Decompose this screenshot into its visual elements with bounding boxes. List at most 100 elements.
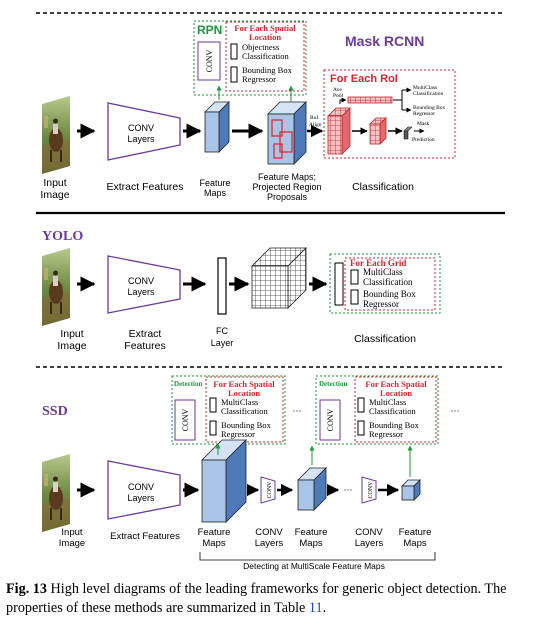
rpn-box [193, 20, 307, 96]
mask-rcnn-conv-layers [107, 102, 181, 161]
ssd-input-line-2: Image [59, 538, 85, 549]
each-roi-label: For Each RoI [330, 73, 398, 85]
mask-rcnn-section: Mask RCNN RPN CONV For Each Spatial Loca… [40, 20, 456, 202]
mask-rcnn-input-line-2: Image [40, 189, 69, 201]
arrow [339, 97, 347, 104]
ssd-item-2-line-1-b: Bounding Box [369, 420, 420, 430]
caption-label: Fig. 13 [6, 581, 47, 597]
yolo-item-1-line-1: MultiClass [363, 267, 403, 277]
head-out-3-line-1: Mask [417, 121, 429, 127]
ssd-det-conv-box-2 [319, 399, 341, 441]
head-out-2-line-2: Regressor [413, 111, 435, 117]
rpn-each-box [225, 21, 305, 92]
yolo-fc-line-2: Layer [211, 338, 234, 348]
ssd-fmaps-3-line-1: Feature [399, 527, 432, 538]
roi-align-line-1: RoI [310, 115, 318, 121]
mask-rcnn-extract-label: Extract Features [106, 181, 183, 193]
yolo-section: YOLO CONV Layers For Each Grid MultiClas… [42, 229, 441, 352]
mask-rcnn-feature-maps-block [204, 101, 230, 153]
ssd-small-conv-2 [361, 476, 377, 504]
yolo-title: YOLO [42, 229, 83, 244]
ssd-item-2-line-1-a: Bounding Box [221, 420, 272, 430]
yolo-each-grid-label: For Each Grid [350, 258, 406, 268]
yolo-grid-tensor [251, 247, 307, 309]
caption-table-link[interactable]: 11 [308, 600, 323, 616]
ssd-convl-1-line-1: CONV [255, 527, 283, 538]
rpn-item-2-line-2: Regressor [242, 74, 276, 84]
mask-rcnn-proj-line-3: Proposals [267, 192, 308, 202]
yolo-item-2-line-2: Regressor [363, 299, 399, 309]
ssd-ellipsis-3: ··· [344, 485, 353, 495]
ssd-det-conv-label-2: CONV [326, 408, 335, 431]
head-out-3-line-2: Prediction [412, 137, 435, 143]
ssd-small-conv-label-1: CONV [267, 481, 273, 499]
rpn-item-1-line-1: Objectness [242, 42, 279, 52]
rpn-each-label-2: Location [249, 32, 281, 42]
ssd-det-conv-label-1: CONV [181, 408, 190, 431]
pooled-vector [347, 96, 393, 104]
ssd-input-image [42, 454, 70, 532]
ssd-small-conv-label-2: CONV [368, 481, 374, 499]
ssd-each-2-line-1: For Each Spatial [365, 379, 427, 389]
yolo-item-2-line-1: Bounding Box [363, 289, 416, 299]
mask-rcnn-conv-line-2: Layers [127, 134, 155, 144]
yolo-item-2-marker [350, 289, 359, 305]
yolo-grid-vector [334, 262, 344, 306]
mask-rcnn-classification-label: Classification [352, 181, 414, 193]
yolo-item-1-marker [350, 269, 359, 285]
mask-rcnn-fmaps-line-1: Feature [199, 178, 230, 188]
ssd-section: SSD Detection CONV For Each Spatial Loca… [42, 375, 460, 571]
ssd-each-2-line-2: Location [380, 388, 412, 398]
frameworks-diagram: Mask RCNN RPN CONV For Each Spatial Loca… [36, 12, 505, 571]
rpn-item-2-line-1: Bounding Box [242, 65, 293, 75]
caption-text: High level diagrams of the leading frame… [6, 581, 507, 616]
mask-branch-cube [369, 117, 387, 145]
ssd-item-2-line-2-a: Regressor [221, 429, 255, 439]
multiscale-bracket [199, 552, 436, 561]
roi-align-line-2: Align [309, 122, 322, 128]
ssd-convl-1-line-2: Layers [255, 538, 284, 549]
ssd-conv-line-1: CONV [128, 482, 154, 492]
ssd-fmaps-3-line-2: Maps [403, 538, 426, 549]
rpn-item-2-marker [230, 66, 238, 83]
ssd-feature-map-2 [297, 467, 327, 511]
ssd-small-conv-1 [260, 476, 276, 504]
ssd-each-box-2 [354, 376, 437, 443]
ssd-convl-2-line-1: CONV [355, 527, 383, 538]
ssd-item-1-marker-1 [209, 397, 217, 413]
yolo-item-1-line-2: Classification [363, 277, 413, 287]
ssd-input-line-1: Input [61, 527, 82, 538]
ssd-extract-label: Extract Features [110, 531, 180, 542]
head-out-1-line-2: Classification [413, 90, 443, 97]
ssd-detection-label-2: Detection [319, 380, 347, 388]
yolo-conv-line-2: Layers [127, 287, 155, 297]
mask-rcnn-input-line-1: Input [43, 177, 66, 189]
ssd-item-1-marker-2 [357, 397, 365, 413]
head-out-1-line-1: MultiClass [413, 85, 437, 91]
ave-pool-line-2: Pool [333, 93, 344, 99]
head-out-2-line-1: Bounding Box [413, 105, 445, 111]
yolo-classification-label: Classification [354, 333, 416, 345]
mask-rcnn-proj-line-1: Feature Maps; [258, 172, 316, 182]
ssd-item-1-line-2-a: Classification [221, 406, 268, 416]
ssd-fmaps-2-line-2: Maps [299, 538, 322, 549]
ssd-title: SSD [42, 404, 68, 419]
ssd-conv-line-2: Layers [127, 493, 155, 503]
yolo-extract-line-2: Features [124, 340, 165, 352]
ssd-item-1-line-1-b: MultiClass [369, 397, 406, 407]
ssd-item-1-line-1-a: MultiClass [221, 397, 258, 407]
figure-caption: Fig. 13 High level diagrams of the leadi… [6, 580, 532, 618]
mask-rcnn-fmaps-line-2: Maps [204, 188, 227, 198]
rpn-label: RPN [197, 23, 222, 37]
ssd-each-1-line-1: For Each Spatial [213, 379, 275, 389]
ssd-convl-2-line-2: Layers [355, 538, 384, 549]
ssd-fmaps-1-line-2: Maps [202, 538, 225, 549]
ssd-item-1-line-2-b: Classification [369, 406, 416, 416]
mask-output-cube [403, 126, 413, 140]
ssd-item-2-marker-2 [357, 420, 365, 436]
mask-rcnn-title: Mask RCNN [345, 33, 424, 49]
ssd-fmaps-1-line-1: Feature [198, 527, 231, 538]
yolo-extract-line-1: Extract [129, 328, 162, 340]
ssd-ellipsis-1: ··· [293, 406, 302, 416]
ssd-det-conv-box-1 [174, 399, 196, 441]
